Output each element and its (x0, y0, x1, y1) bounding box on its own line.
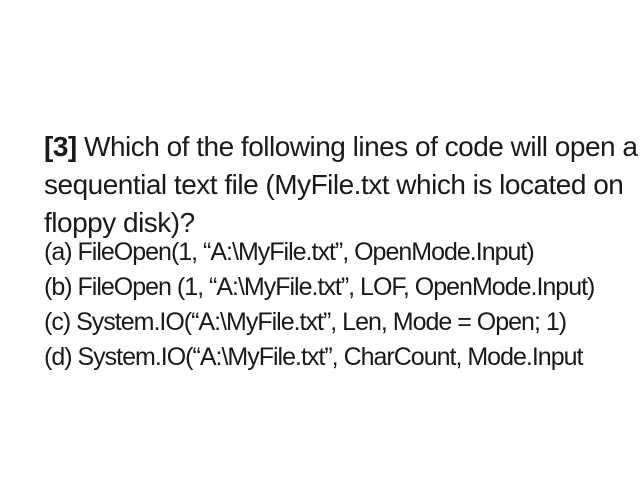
option-a: (a) FileOpen(1, “A:\MyFile.txt”, OpenMod… (44, 238, 535, 266)
question-line: sequential text file (MyFile.txt which i… (44, 169, 624, 200)
answer-options: (a) FileOpen(1, “A:\MyFile.txt”, OpenMod… (44, 235, 595, 375)
question-line: [3] Which of the following lines of code… (44, 128, 638, 166)
question-line: floppy disk)? (44, 207, 195, 238)
question-number: [3] (44, 131, 77, 162)
option-d: (d) System.IO(“A:\MyFile.txt”, CharCount… (44, 343, 583, 371)
option-c: (c) System.IO(“A:\MyFile.txt”, Len, Mode… (44, 308, 567, 336)
question-line-text: Which of the following lines of code wil… (76, 131, 638, 162)
question-text: [3] Which of the following lines of code… (44, 128, 638, 242)
option-b: (b) FileOpen (1, “A:\MyFile.txt”, LOF, O… (44, 273, 595, 301)
